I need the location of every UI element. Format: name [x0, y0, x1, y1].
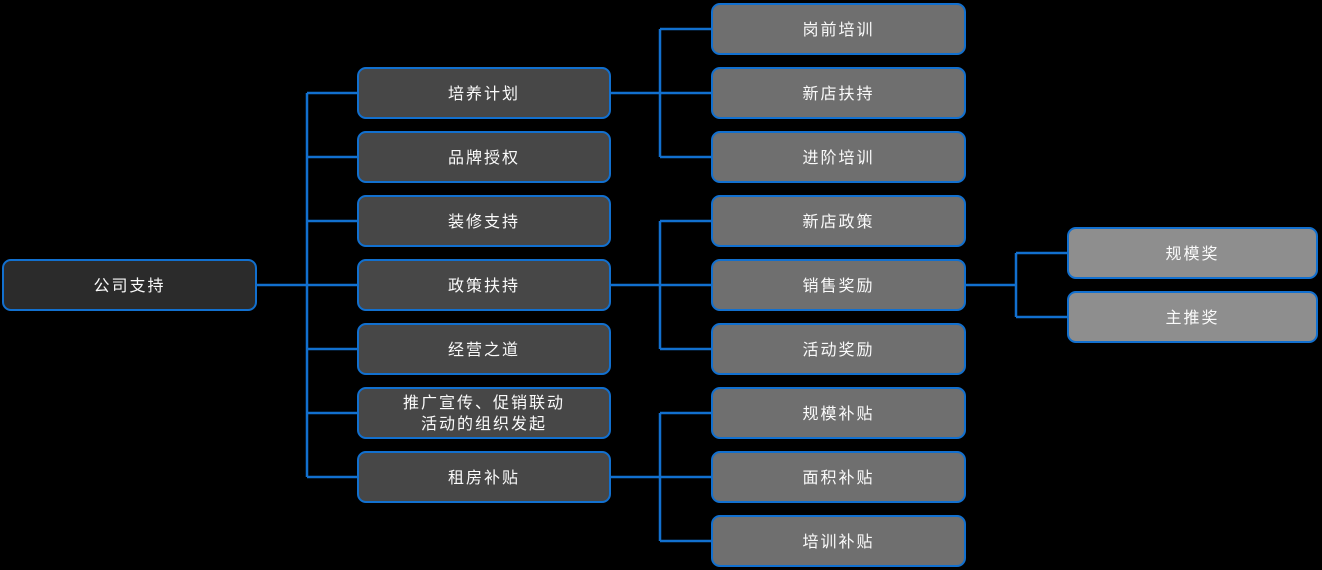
node-label: 新店政策 [802, 211, 875, 231]
connector-training-plan-children [611, 27, 711, 159]
node-brand-authorization[interactable]: 品牌授权 [357, 131, 611, 183]
level2-column: 培养计划 品牌授权 装修支持 政策扶持 经营之道 推广宣传、促销联动 活动的组织… [357, 67, 611, 503]
node-area-subsidy[interactable]: 面积补贴 [711, 451, 966, 503]
node-label: 规模补贴 [802, 403, 875, 423]
node-label: 推广宣传、促销联动 活动的组织发起 [402, 393, 565, 433]
node-label: 规模奖 [1165, 243, 1220, 263]
connector-rent-subsidy-children [611, 411, 711, 543]
node-label: 活动奖励 [802, 339, 875, 359]
node-label: 主推奖 [1165, 307, 1220, 327]
node-label: 装修支持 [447, 211, 520, 231]
node-new-store-support[interactable]: 新店扶持 [711, 67, 966, 119]
node-pre-job-training[interactable]: 岗前培训 [711, 3, 966, 55]
node-training-plan[interactable]: 培养计划 [357, 67, 611, 119]
connector-policy-support-children [611, 219, 711, 351]
node-label: 经营之道 [447, 339, 520, 359]
node-flagship-award[interactable]: 主推奖 [1067, 291, 1318, 343]
node-training-subsidy[interactable]: 培训补贴 [711, 515, 966, 567]
node-company-support[interactable]: 公司支持 [2, 259, 257, 311]
level4-column: 规模奖 主推奖 [1067, 227, 1318, 343]
connector-sales-incentive-children [966, 251, 1067, 319]
node-label: 租房补贴 [447, 467, 520, 487]
node-new-store-policy[interactable]: 新店政策 [711, 195, 966, 247]
node-promotion-campaign-organization[interactable]: 推广宣传、促销联动 活动的组织发起 [357, 387, 611, 439]
node-decoration-support[interactable]: 装修支持 [357, 195, 611, 247]
node-label: 培养计划 [447, 83, 520, 103]
node-policy-support[interactable]: 政策扶持 [357, 259, 611, 311]
node-business-know-how[interactable]: 经营之道 [357, 323, 611, 375]
level3-column: 岗前培训 新店扶持 进阶培训 新店政策 销售奖励 活动奖励 规模补贴 面积补贴 … [711, 3, 966, 567]
node-label: 销售奖励 [802, 275, 875, 295]
node-scale-award[interactable]: 规模奖 [1067, 227, 1318, 279]
node-label: 新店扶持 [802, 83, 875, 103]
node-advanced-training[interactable]: 进阶培训 [711, 131, 966, 183]
node-label: 进阶培训 [802, 147, 875, 167]
node-label: 政策扶持 [447, 275, 520, 295]
node-rent-subsidy[interactable]: 租房补贴 [357, 451, 611, 503]
node-label: 品牌授权 [447, 147, 520, 167]
node-activity-reward[interactable]: 活动奖励 [711, 323, 966, 375]
node-label: 岗前培训 [802, 19, 875, 39]
connector-root-to-level2 [257, 91, 357, 479]
node-sales-incentive[interactable]: 销售奖励 [711, 259, 966, 311]
node-label: 培训补贴 [802, 531, 875, 551]
node-scale-subsidy[interactable]: 规模补贴 [711, 387, 966, 439]
node-label: 面积补贴 [802, 467, 875, 487]
node-label: 公司支持 [93, 275, 166, 295]
